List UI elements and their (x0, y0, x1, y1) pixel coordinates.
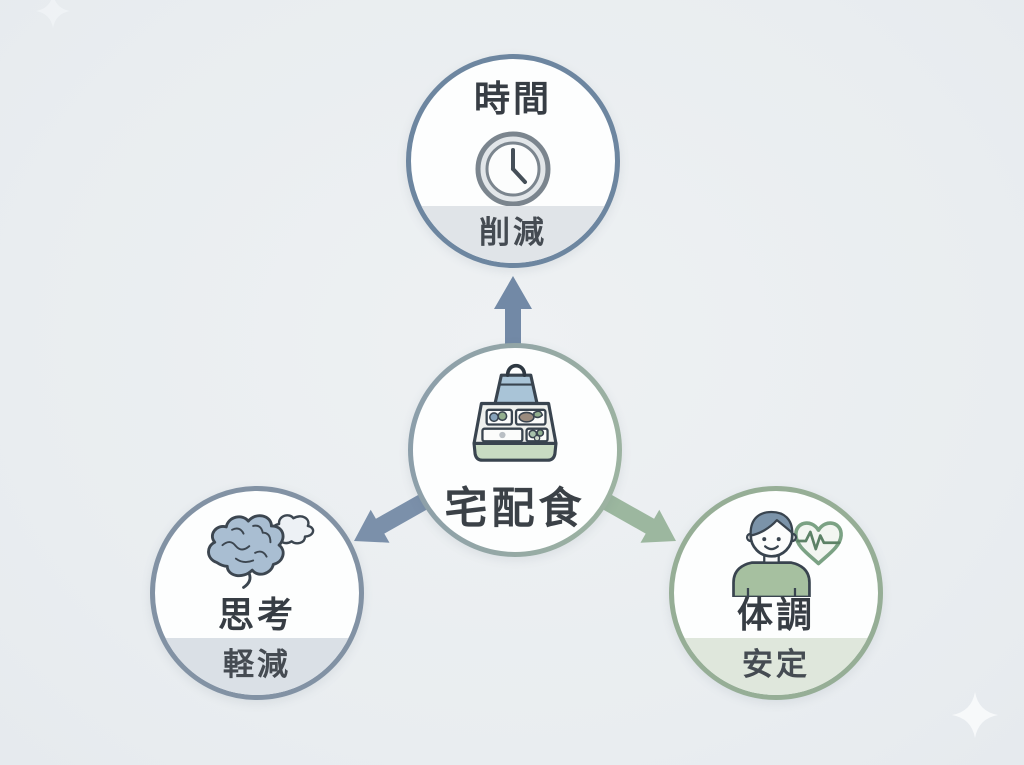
arrow-up-to-time (494, 276, 532, 349)
sparkle-icon (952, 692, 998, 738)
node-condition: 体調 安定 (669, 486, 883, 700)
node-condition-result: 安定 (742, 647, 810, 682)
hub-ring: 宅配食 (408, 343, 622, 557)
hub-delivery-meal: 宅配食 (413, 348, 617, 552)
node-thought: 思考 軽減 (150, 486, 364, 700)
node-condition-band: 安定 (674, 638, 878, 695)
node-time-result: 削減 (479, 215, 547, 250)
node-time: 時間 削減 (406, 54, 620, 268)
node-thought-band: 軽減 (155, 638, 359, 695)
node-time-band: 削減 (411, 206, 615, 263)
hub-label: 宅配食 (444, 485, 586, 533)
node-thought-result: 軽減 (223, 647, 291, 682)
clock-icon (471, 123, 555, 211)
person-health-icon (704, 503, 848, 597)
node-thought-title: 思考 (217, 594, 296, 635)
node-condition-title: 体調 (736, 594, 815, 635)
bento-delivery-bag-icon (452, 358, 578, 470)
sparkle-icon (36, 0, 70, 28)
node-time-title: 時間 (473, 78, 552, 119)
brain-thought-icon (191, 501, 323, 597)
